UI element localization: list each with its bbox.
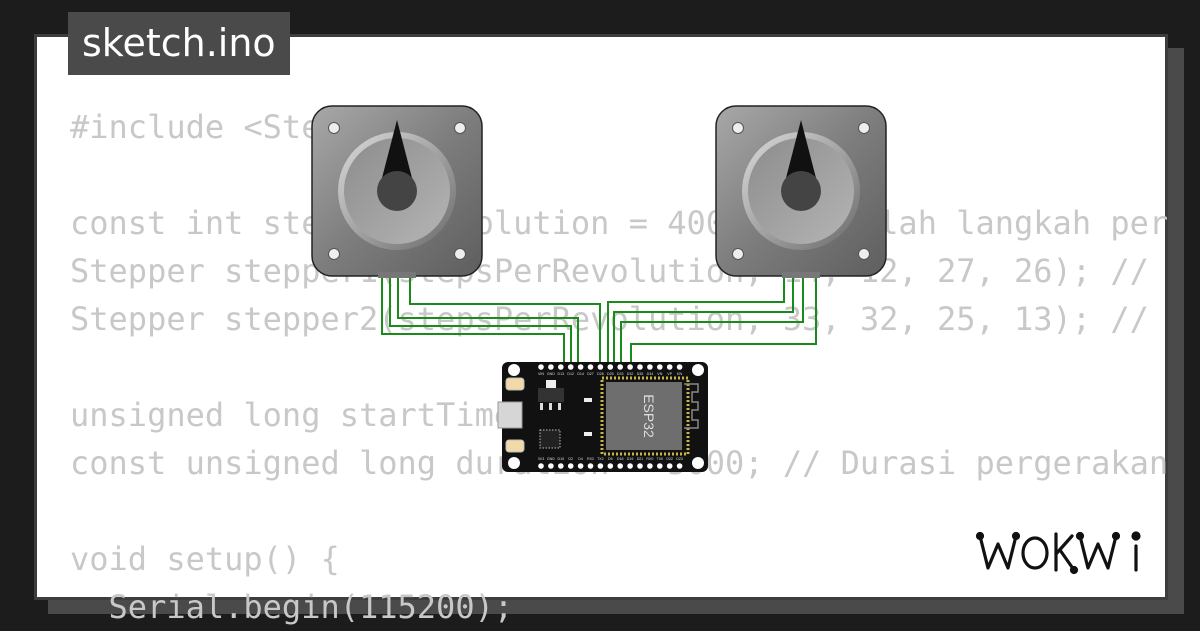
pin-d21[interactable]	[637, 463, 643, 469]
pin-tx2[interactable]	[597, 463, 604, 469]
pin-vin[interactable]	[538, 364, 544, 370]
wire-motor1-b	[389, 272, 572, 366]
pin-d23[interactable]	[676, 463, 683, 469]
pin-d19[interactable]	[627, 463, 633, 469]
wire-motor2-c	[620, 272, 804, 366]
pin-d4[interactable]	[577, 463, 584, 469]
pin-label: D26	[597, 372, 604, 376]
wire-motor1-d	[409, 272, 601, 366]
pin-label: D19	[627, 457, 634, 461]
logo-letter-w2	[1078, 534, 1118, 570]
pin-vn[interactable]	[657, 364, 663, 370]
pin-label: D5	[608, 457, 613, 461]
logo-letter-k	[1054, 532, 1076, 572]
motor-needle-icon	[382, 120, 412, 178]
pin-label: GND	[547, 372, 555, 376]
pin-d12[interactable]	[567, 364, 574, 370]
wire-motor2-a	[607, 272, 785, 366]
pin-d35[interactable]	[637, 364, 643, 370]
stepper-motor-1[interactable]	[311, 105, 483, 278]
pin-d26[interactable]	[597, 364, 604, 370]
pin-label: D14	[577, 372, 584, 376]
pin-d34[interactable]	[647, 364, 653, 370]
wire-motor1-a	[381, 272, 565, 366]
pin-d25[interactable]	[607, 364, 614, 370]
pin-label: D27	[587, 372, 594, 376]
logo-letter-o	[1021, 536, 1049, 570]
pin-label: TX0	[657, 457, 664, 461]
pin-label: D15	[558, 457, 565, 461]
pin-label: D32	[627, 372, 634, 376]
pin-gnd[interactable]	[548, 364, 554, 370]
chip-label: ESP32	[641, 394, 657, 438]
pin-d15[interactable]	[558, 463, 564, 469]
pin-tx0[interactable]	[657, 463, 663, 469]
pin-label: D18	[617, 457, 624, 461]
pin-label: D25	[607, 372, 614, 376]
pin-rx2[interactable]	[587, 463, 594, 469]
code-line: Serial.begin(115200);	[70, 588, 514, 626]
pin-d22[interactable]	[666, 463, 673, 469]
pin-d27[interactable]	[587, 364, 594, 370]
stepper-motor-2[interactable]	[715, 105, 887, 278]
file-tab[interactable]: sketch.ino	[68, 12, 290, 75]
pin-d13[interactable]	[558, 364, 564, 370]
pin-label: RX0	[646, 457, 653, 461]
pin-label: D12	[567, 372, 574, 376]
pin-3v3[interactable]	[538, 463, 544, 469]
pin-label: RX2	[587, 457, 594, 461]
pin-label: VIN	[538, 372, 544, 376]
pin-label: D21	[637, 457, 644, 461]
pin-d18[interactable]	[617, 463, 623, 469]
code-line: Stepper stepper2(stepsPerRevolution, 33,…	[70, 300, 1149, 338]
pin-label: D4	[578, 457, 583, 461]
pin-label: TX2	[597, 457, 604, 461]
pin-d5[interactable]	[607, 463, 614, 469]
pin-label: VP	[667, 372, 672, 376]
pin-label: D35	[637, 372, 644, 376]
pin-d2[interactable]	[567, 463, 574, 469]
wire-motor2-d	[630, 272, 817, 366]
pin-label: D23	[676, 457, 683, 461]
wire-motor2-b	[613, 272, 794, 366]
pin-d14[interactable]	[577, 364, 584, 370]
pin-label: D33	[617, 372, 624, 376]
pin-en[interactable]	[676, 364, 683, 370]
pin-d33[interactable]	[617, 364, 623, 370]
pin-label: D13	[558, 372, 565, 376]
pin-label: EN	[677, 372, 682, 376]
pin-vp[interactable]	[666, 364, 673, 370]
pin-label: 3V3	[538, 457, 544, 461]
pin-label: D22	[666, 457, 673, 461]
wires	[381, 272, 817, 366]
pin-gnd[interactable]	[548, 463, 554, 469]
pin-rx0[interactable]	[647, 463, 653, 469]
logo-letter-w	[978, 534, 1018, 570]
pin-label: D2	[568, 457, 573, 461]
pin-label: D34	[647, 372, 654, 376]
pin-label: GND	[547, 457, 555, 461]
wokwi-logo[interactable]	[975, 526, 1152, 576]
code-line: void setup() {	[70, 540, 340, 578]
pin-d32[interactable]	[627, 364, 633, 370]
wire-motor1-c	[397, 272, 579, 366]
motor-needle-icon	[786, 120, 816, 178]
pin-label: VN	[657, 372, 662, 376]
